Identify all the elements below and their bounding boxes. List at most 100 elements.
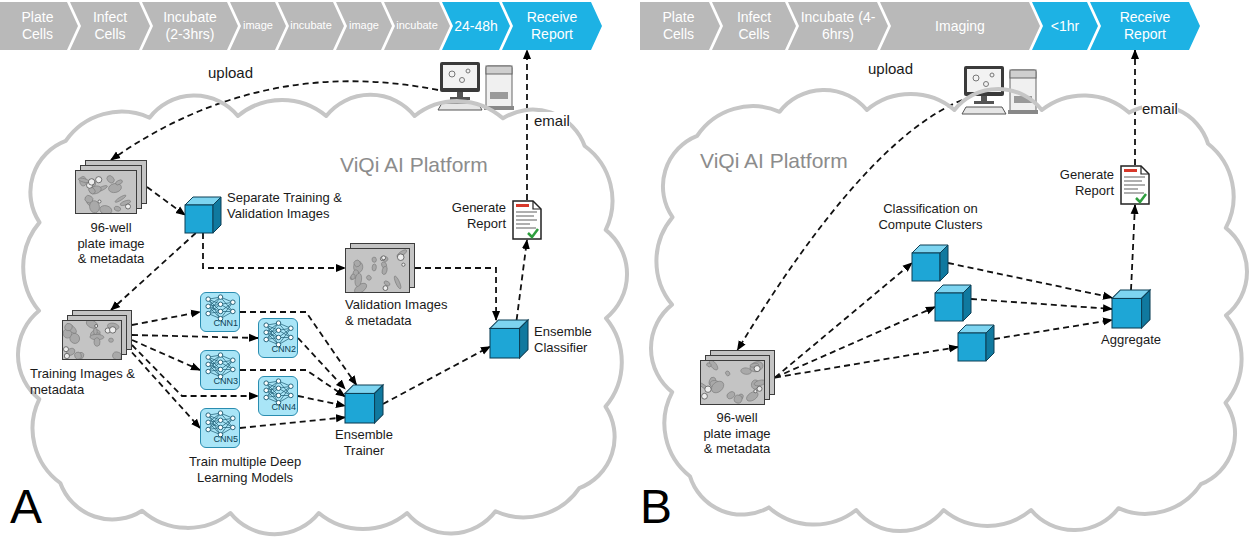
node-label: Ensemble Trainer — [330, 427, 398, 458]
process-chevron-part-part — [1090, 2, 1200, 50]
cnn-model-box-part-part — [289, 335, 294, 340]
image-stack-part-part-part — [64, 353, 69, 358]
dashed-arrow — [203, 233, 345, 268]
cnn-model-box-part-part — [206, 413, 211, 418]
step-label: Receive Report — [513, 9, 591, 43]
process-chevron-part-part — [788, 2, 888, 50]
image-stack-part-part-part — [96, 177, 102, 183]
edge-label: email — [534, 112, 570, 130]
report-document-part-part — [1124, 192, 1144, 193]
process-cube-part-part — [490, 328, 520, 358]
report-document-part-part — [1124, 176, 1145, 177]
step-label: Incubate (2-3hrs) — [153, 9, 227, 43]
dashed-arrow — [383, 347, 490, 404]
image-stack-part-part-part — [95, 325, 98, 328]
process-chevron: Incubate (2-3hrs) — [142, 2, 238, 50]
report-document: Generate Report — [512, 200, 542, 240]
cnn-model-box-part-part — [218, 302, 223, 307]
panel-letter: A — [10, 478, 42, 536]
cluster-arrow-part — [994, 320, 1112, 339]
image-stack: 96-well plate image & metadata — [700, 350, 775, 405]
process-cube-part-part — [1142, 290, 1150, 328]
image-stack-part — [75, 160, 147, 214]
image-stack-part-part-part — [108, 338, 113, 343]
cnn-model-box: CNN4 — [258, 376, 298, 416]
image-stack-part — [62, 310, 132, 360]
image-stack-part-part-part — [88, 179, 94, 185]
annotation-label: Train multiple Deep Learning Models — [170, 454, 320, 485]
image-stack-part-part-part — [93, 328, 97, 335]
image-stack-part-part-part — [126, 204, 131, 209]
cnn-model-box-part-part — [289, 326, 294, 331]
step-label: 24-48h — [453, 18, 499, 35]
cnn-model-box-part-part — [231, 358, 236, 363]
image-stack-part-part-part — [99, 204, 113, 213]
image-stack-part-part-part — [706, 362, 712, 368]
report-document-part-part — [516, 211, 537, 212]
step-label: incubate — [289, 19, 333, 32]
cnn-model-box-part-part — [218, 295, 223, 300]
cnn-model-box-part-part — [206, 355, 211, 360]
step-label: image — [347, 19, 381, 32]
report-document: Generate Report — [1120, 165, 1150, 205]
process-chevron: Infect Cells — [712, 2, 796, 50]
process-chevron-part-part — [712, 2, 796, 50]
process-chevron-part-part — [278, 2, 344, 50]
report-document-part-part — [513, 201, 541, 239]
image-stack-part-part-part — [382, 256, 386, 260]
platform-title: ViQi AI Platform — [340, 152, 515, 177]
process-chevron: incubate — [384, 2, 450, 50]
dashed-arrow — [132, 353, 200, 429]
process-chevron-part-part — [880, 2, 1040, 50]
cnn-model-box-part-part — [218, 411, 223, 416]
compute-cube — [935, 285, 994, 361]
cluster-arrow-part — [775, 347, 958, 378]
cnn-model-box-part-part — [264, 330, 269, 335]
report-document-part-part — [516, 215, 534, 216]
process-chevron: incubate — [278, 2, 344, 50]
process-chevron-part-part — [336, 2, 392, 50]
image-stack-part-part — [349, 249, 407, 292]
cluster-arrow-part — [775, 307, 935, 378]
image-stack-part-part-part — [709, 379, 726, 395]
cnn-model-box-part-part — [276, 321, 281, 326]
process-chevron: Incubate (4-6hrs) — [788, 2, 888, 50]
cnn-model-box-part-part — [264, 395, 269, 400]
process-chevron: <1hr — [1032, 2, 1098, 50]
compute-cube-part — [935, 293, 963, 321]
image-stack: Training Images & metadata — [62, 310, 132, 360]
image-stack-part-part-part — [353, 259, 362, 268]
image-stack-part-part-part — [725, 370, 731, 376]
node-label: Ensemble Classifier — [534, 324, 604, 355]
process-cube-part-part — [345, 393, 375, 423]
cnn-model-box: CNN2 — [258, 318, 298, 358]
node-label: Generate Report — [446, 200, 506, 231]
cnn-model-box-part-part — [289, 393, 294, 398]
image-stack-part-part-part — [350, 273, 356, 279]
step-label: Imaging — [891, 18, 1029, 35]
node-label: Separate Training & Validation Images — [227, 190, 346, 221]
platform-cloud-part-part — [651, 89, 1247, 531]
process-cube-part — [185, 197, 221, 233]
image-stack-part-part-part — [754, 390, 757, 393]
process-chevron-part-part — [1032, 2, 1098, 50]
node-label: Classification on Compute Clusters — [868, 201, 993, 232]
edge-label: email — [1142, 100, 1178, 118]
cnn-model-box-part-part — [264, 381, 269, 386]
cnn-model-box-part-part — [231, 425, 236, 430]
image-stack-part-part-part — [381, 266, 388, 275]
cnn-model-box-part-part — [218, 353, 223, 358]
process-cube: Separate Training & Validation Images — [185, 197, 221, 233]
image-stack-part-part-part — [114, 205, 122, 211]
report-document-part-part — [528, 229, 538, 237]
cnn-model-box-part-part — [231, 416, 236, 421]
cnn-model-box-part-part — [206, 311, 211, 316]
report-document-part-part — [516, 219, 537, 220]
process-cube-part-part — [375, 385, 383, 423]
image-stack-part-part — [78, 174, 131, 213]
step-label: Plate Cells — [648, 9, 709, 43]
node-label: CNN3 — [212, 376, 238, 387]
dashed-arrow — [132, 312, 200, 325]
node-label: 96-well plate image & metadata — [701, 410, 773, 457]
